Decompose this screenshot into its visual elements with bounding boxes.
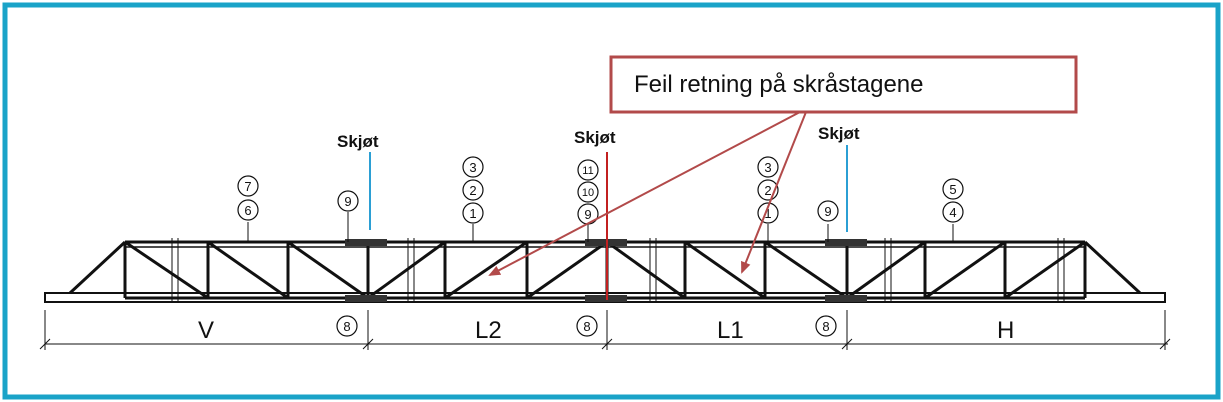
num-9-joint2: 9: [584, 207, 591, 222]
diagonals: [124, 240, 1086, 300]
truss: [44, 212, 1166, 303]
num-6: 6: [244, 203, 251, 218]
num-3-l1: 3: [764, 160, 771, 175]
segment-label-l2: L2: [475, 317, 502, 344]
num-1-l2: 1: [469, 206, 476, 221]
callout-arrow-2: [741, 111, 807, 274]
num-3-l2: 3: [469, 160, 476, 175]
num-11: 11: [582, 165, 593, 177]
num-2-l2: 2: [469, 183, 476, 198]
verticals: [123, 242, 1087, 298]
right-end-slope: [1083, 240, 1142, 295]
callout-text: Feil retning på skråstagene: [634, 71, 924, 98]
num-7: 7: [244, 179, 251, 194]
num-2-l1: 2: [764, 183, 771, 198]
joint-label-1: Skjøt: [337, 132, 379, 151]
segment-label-l1: L1: [717, 317, 744, 344]
num-5: 5: [949, 182, 956, 197]
left-end-slope: [68, 240, 127, 295]
num-9-joint1: 9: [344, 194, 351, 209]
segment-label-v: V: [198, 317, 214, 344]
num-1-l1: 1: [764, 206, 771, 221]
circled-numbers: [237, 156, 964, 337]
segment-label-h: H: [997, 317, 1014, 344]
num-8-a: 8: [343, 319, 350, 334]
num-4: 4: [949, 205, 956, 220]
joint-label-2: Skjøt: [574, 128, 616, 147]
joint-label-3: Skjøt: [818, 124, 860, 143]
callout-box: [609, 55, 1078, 114]
callout-arrow-1: [488, 111, 801, 276]
num-10: 10: [582, 187, 594, 199]
num-8-c: 8: [822, 319, 829, 334]
num-8-b: 8: [583, 319, 590, 334]
num-9-joint3: 9: [824, 204, 831, 219]
dimension-line: [39, 310, 1171, 350]
